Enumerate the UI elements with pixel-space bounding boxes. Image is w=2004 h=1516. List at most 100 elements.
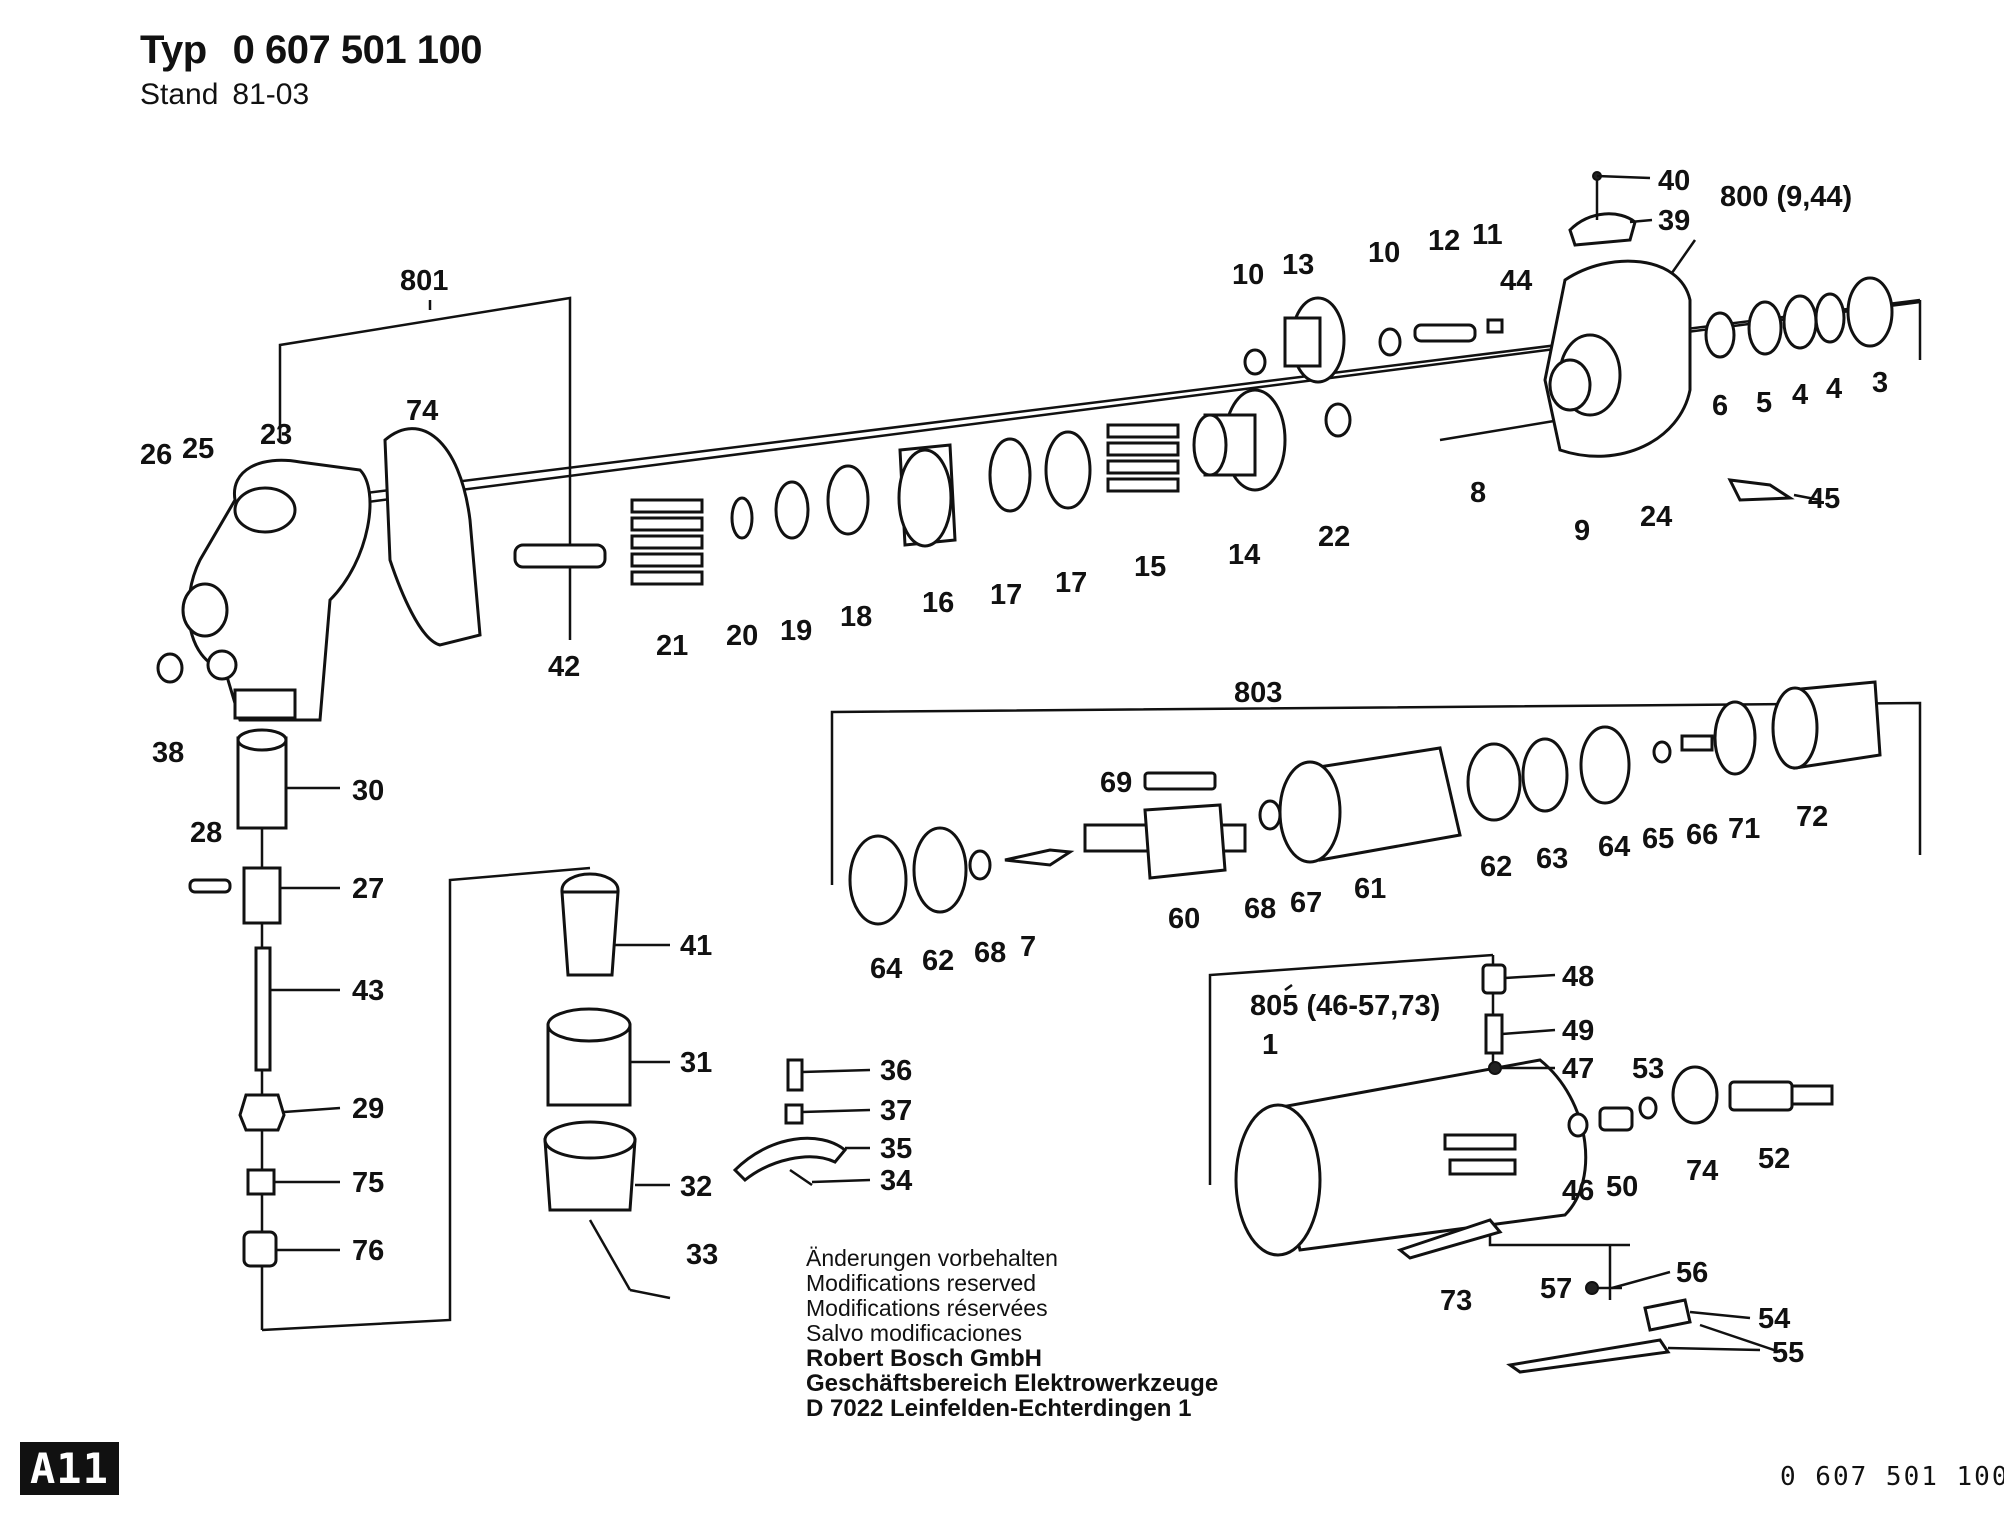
- page-badge: A11: [20, 1442, 119, 1495]
- callout-42: 42: [548, 651, 580, 683]
- bearing-64a: [848, 834, 908, 926]
- callout-1: 1: [1262, 1029, 1278, 1061]
- pin-28: [188, 878, 232, 894]
- callout-38: 38: [152, 737, 184, 769]
- ring-63: [1521, 737, 1569, 813]
- pin-34: [789, 1168, 813, 1187]
- stand-value: 81-03: [232, 78, 310, 111]
- washer-22: [1324, 402, 1352, 438]
- washer-4a: [1782, 294, 1818, 350]
- plug-38: [156, 652, 184, 684]
- callout-57: 57: [1540, 1273, 1572, 1305]
- gear-14: [1192, 388, 1287, 492]
- gasket-74: [383, 427, 482, 647]
- company-name: Robert Bosch GmbH: [806, 1345, 1043, 1372]
- ring-17a: [988, 437, 1032, 513]
- note-english: Modifications reserved: [806, 1270, 1037, 1296]
- callout-74-upper: 74: [406, 395, 438, 427]
- callout-34: 34: [880, 1165, 912, 1197]
- callout-801: 801: [400, 265, 448, 297]
- valve-48: [1481, 963, 1507, 995]
- callout-800: 800 (9,44): [1720, 181, 1852, 213]
- callout-24: 24: [1640, 501, 1672, 533]
- callout-4a: 4: [1792, 379, 1808, 411]
- footer-part-number: 0 607 501 100: [1780, 1462, 2004, 1492]
- callout-45: 45: [1808, 483, 1840, 515]
- callout-30: 30: [352, 775, 384, 807]
- spring-49: [1484, 1013, 1504, 1055]
- needle-cage-21: [630, 498, 704, 586]
- ring-19: [774, 480, 810, 540]
- callout-55: 55: [1772, 1337, 1804, 1369]
- key-33: [588, 1219, 632, 1291]
- pin-37: [784, 1103, 804, 1125]
- callout-26: 26: [140, 439, 172, 471]
- lever-55: [1506, 1338, 1671, 1374]
- callout-10b: 10: [1368, 237, 1400, 269]
- callout-68a: 68: [974, 937, 1006, 969]
- gear-13: [1283, 296, 1346, 384]
- callout-56: 56: [1676, 1257, 1708, 1289]
- type-label: Typ: [140, 28, 207, 72]
- callout-6: 6: [1712, 390, 1728, 422]
- callout-37: 37: [880, 1095, 912, 1127]
- callout-69: 69: [1100, 767, 1132, 799]
- callout-14: 14: [1228, 539, 1260, 571]
- collet-27: [242, 866, 282, 925]
- motor-housing-1: [1234, 1058, 1588, 1257]
- callout-52: 52: [1758, 1143, 1790, 1175]
- callout-41: 41: [680, 930, 712, 962]
- ball-47: [1488, 1061, 1502, 1075]
- type-number: 0 607 501 100: [232, 28, 483, 72]
- company-address: D 7022 Leinfelden-Echterdingen 1: [806, 1395, 1192, 1422]
- screw-66: [1680, 734, 1714, 752]
- ring-6: [1704, 311, 1736, 359]
- bearing-3: [1846, 276, 1894, 348]
- callout-35: 35: [880, 1133, 912, 1165]
- callout-62b: 62: [1480, 851, 1512, 883]
- callout-21: 21: [656, 630, 688, 662]
- nut-31: [546, 1007, 632, 1107]
- callout-15: 15: [1134, 551, 1166, 583]
- key-69: [1143, 771, 1217, 791]
- notes-block: Änderungen vorbehalten Modifications res…: [806, 1246, 1219, 1422]
- callout-18: 18: [840, 601, 872, 633]
- stator-61: [1278, 746, 1462, 864]
- leader-lines: [270, 174, 1821, 1352]
- callout-66: 66: [1686, 819, 1718, 851]
- callout-805: 805 (46-57,73): [1250, 990, 1440, 1022]
- callout-63: 63: [1536, 843, 1568, 875]
- callout-31: 31: [680, 1047, 712, 1079]
- washer-20: [730, 496, 754, 540]
- callout-67: 67: [1290, 887, 1322, 919]
- callout-75: 75: [352, 1167, 384, 1199]
- callout-39: 39: [1658, 205, 1690, 237]
- lever-35: [732, 1136, 848, 1183]
- sleeve-76: [242, 1230, 278, 1268]
- callout-17b: 17: [1055, 567, 1087, 599]
- callout-9: 9: [1574, 515, 1590, 547]
- screw-8: [1439, 418, 1561, 442]
- callout-10a: 10: [1232, 259, 1264, 291]
- callout-72: 72: [1796, 801, 1828, 833]
- callout-76: 76: [352, 1235, 384, 1267]
- ring-53: [1638, 1096, 1658, 1120]
- callout-23: 23: [260, 419, 292, 451]
- washer-4b: [1814, 292, 1846, 344]
- type-heading: Typ 0 607 501 100: [140, 28, 482, 73]
- callout-16: 16: [922, 587, 954, 619]
- callout-3: 3: [1872, 367, 1888, 399]
- callout-20: 20: [726, 620, 758, 652]
- disc-74: [1671, 1065, 1719, 1125]
- callout-12: 12: [1428, 225, 1460, 257]
- callout-5: 5: [1756, 387, 1772, 419]
- chuck-32: [543, 1120, 637, 1212]
- collet-41: [560, 872, 620, 977]
- pin-12: [1413, 323, 1477, 343]
- trigger-73: [1396, 1218, 1503, 1260]
- nut-29: [238, 1093, 286, 1132]
- washer-5: [1747, 300, 1783, 356]
- callout-32: 32: [680, 1171, 712, 1203]
- company-division: Geschäftsbereich Elektrowerkzeuge: [806, 1370, 1219, 1397]
- ring-68b: [1258, 799, 1282, 831]
